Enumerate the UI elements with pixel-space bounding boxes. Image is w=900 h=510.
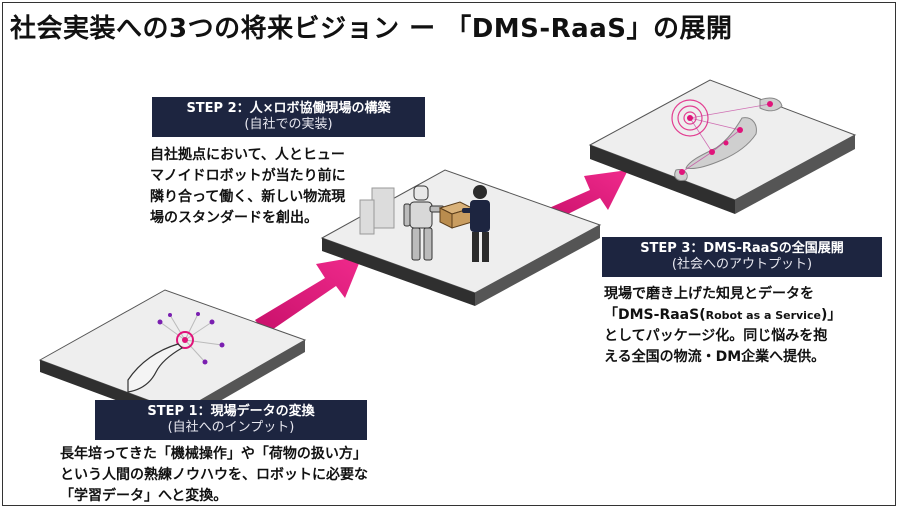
step2-subtitle: (自社での実装) bbox=[244, 117, 333, 132]
step3-subtitle: (社会へのアウトプット) bbox=[671, 257, 813, 272]
step2-desc-line: 自社拠点において、人とヒュー bbox=[150, 147, 345, 163]
step1-description: 長年培ってきた「機械操作」や「荷物の扱い方」 という人間の熟練ノウハウを、ロボッ… bbox=[60, 444, 368, 507]
step1-label: STEP 1：現場データの変換 (自社へのインプット) bbox=[95, 400, 367, 440]
worker-person-icon bbox=[462, 185, 490, 262]
touch-hand-icon bbox=[127, 312, 225, 393]
step3-desc-raas-expansion: Robot as a Service bbox=[705, 309, 821, 322]
step3-desc-line: 「DMS-RaaS(Robot as a Service)」 bbox=[604, 305, 841, 326]
step1-desc-line: という人間の熟練ノウハウを、ロボットに必要な bbox=[60, 467, 368, 483]
platform-step3 bbox=[588, 79, 857, 214]
step3-desc-line: としてパッケージ化。同じ悩みを抱 bbox=[604, 328, 828, 344]
step3-desc-line: える全国の物流・DM企業へ提供。 bbox=[604, 349, 826, 365]
step3-desc-line: 現場で磨き上げた知見とデータを bbox=[604, 286, 814, 302]
step1-title: STEP 1：現場データの変換 bbox=[147, 404, 315, 419]
platform-step2 bbox=[320, 169, 602, 306]
step2-desc-line: マノイドロボットが当たり前に bbox=[150, 168, 346, 184]
step2-desc-line: 隣り合って働く、新しい物流現 bbox=[150, 189, 346, 205]
arrow-step1-to-step2 bbox=[255, 256, 362, 334]
step3-label: STEP 3：DMS-RaaSの全国展開 (社会へのアウトプット) bbox=[602, 237, 882, 277]
step2-label: STEP 2：人×ロボ協働現場の構築 (自社での実装) bbox=[152, 97, 425, 137]
step2-desc-line: 場のスタンダードを創出。 bbox=[150, 210, 318, 226]
step2-title: STEP 2：人×ロボ協働現場の構築 bbox=[186, 101, 391, 116]
step3-description: 現場で磨き上げた知見とデータを 「DMS-RaaS(Robot as a Ser… bbox=[604, 284, 841, 368]
arrow-step2-to-step3 bbox=[540, 170, 628, 224]
humanoid-robot-icon bbox=[403, 185, 445, 261]
step1-desc-line: 長年培ってきた「機械操作」や「荷物の扱い方」 bbox=[60, 446, 367, 462]
step3-desc-raas-close: )」 bbox=[820, 307, 842, 323]
step3-desc-raas-open: 「DMS-RaaS( bbox=[604, 307, 706, 323]
step1-subtitle: (自社へのインプット) bbox=[167, 420, 295, 435]
japan-map-icon bbox=[671, 97, 783, 181]
page-title: 社会実装への3つの将来ビジョン ー 「DMS-RaaS」の展開 bbox=[10, 14, 733, 44]
step3-title: STEP 3：DMS-RaaSの全国展開 bbox=[640, 241, 844, 256]
step2-description: 自社拠点において、人とヒュー マノイドロボットが当たり前に 隣り合って働く、新し… bbox=[150, 145, 346, 229]
step1-desc-line: 「学習データ」へと変換。 bbox=[60, 488, 228, 504]
